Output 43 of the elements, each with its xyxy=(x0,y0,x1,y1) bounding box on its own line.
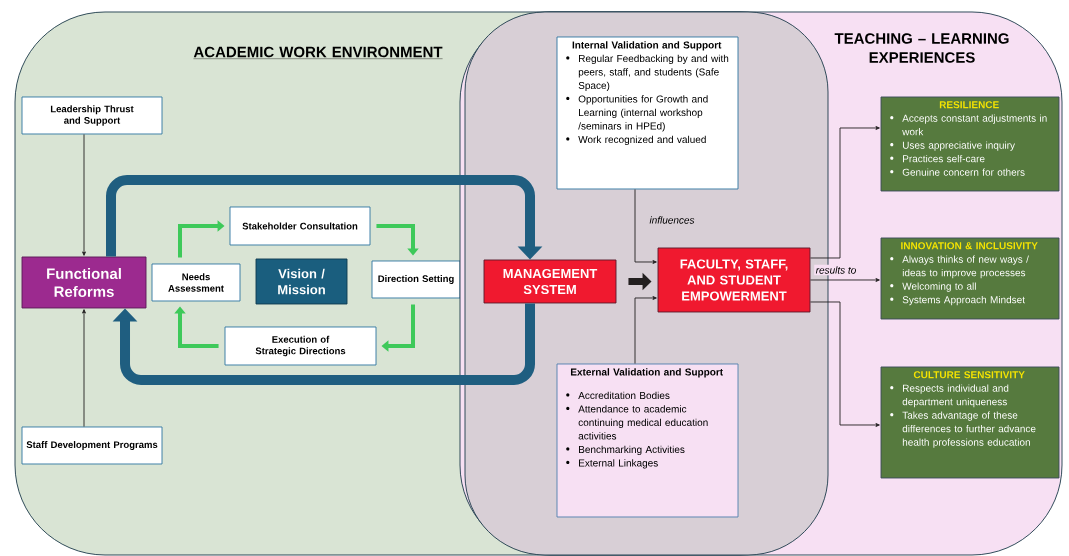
bullet-item: Respects individual and department uniqueness xyxy=(890,384,1009,408)
bullet-item: Uses appreciative inquiry xyxy=(890,141,1015,151)
arrow xyxy=(82,309,86,427)
bullet-item: Accepts constant adjustments in work xyxy=(890,114,1047,136)
arrow xyxy=(82,134,86,256)
reform-box: Functional Reforms xyxy=(21,256,147,309)
bullet-item: Accreditation Bodies xyxy=(566,391,670,400)
bullet-item: Regular Feedbacking by and with peers, staff, and students (Safe Space) xyxy=(566,54,729,91)
region-heading: TEACHING – LEARNING EXPERIENCES xyxy=(834,33,1009,63)
box-heading: Internal Validation and Support xyxy=(572,41,722,51)
bullet-item: Work recognized and valued xyxy=(566,135,706,145)
arrow xyxy=(634,189,657,264)
arrow xyxy=(810,301,880,427)
box-heading: External Validation and Support xyxy=(571,368,723,378)
bullet-item: Takes advantage of these differences to further advance health professions education xyxy=(890,411,1036,448)
arrow xyxy=(810,278,880,282)
bullet-item: Always thinks of new ways / ideas to improve processes xyxy=(890,255,1029,279)
bullet-item: External Linkages xyxy=(566,459,658,469)
bullet-item: Genuine concern for others xyxy=(890,168,1025,176)
text-box: Direction Setting xyxy=(371,260,461,299)
bullet-item: Benchmarking Activities xyxy=(566,445,685,455)
edge-label: influences xyxy=(648,214,696,226)
bullet-item: Systems Approach Mindset xyxy=(890,295,1025,306)
vision-box: Vision / Mission xyxy=(255,258,348,305)
text-box: Stakeholder Consultation xyxy=(229,206,371,246)
box-heading: INNOVATION & INCLUSIVITY xyxy=(901,242,1038,250)
text-box: Needs Assessment xyxy=(151,263,241,302)
empowerment-box: FACULTY, STAFF, AND STUDENT EMPOWERMENT xyxy=(657,247,811,313)
box-heading: RESILIENCE xyxy=(939,101,999,109)
bullet-item: Practices self-care xyxy=(890,154,985,163)
bullet-item: Welcoming to all xyxy=(890,282,976,292)
region-heading: ACADEMIC WORK ENVIRONMENT xyxy=(193,46,443,59)
text-box: Staff Development Programs xyxy=(21,426,163,465)
text-box: Execution of Strategic Directions xyxy=(224,326,377,366)
arrow xyxy=(810,126,880,259)
system-box: MANAGEMENT SYSTEM xyxy=(483,259,617,304)
arrow xyxy=(634,296,657,364)
edge-label: results to xyxy=(814,264,858,276)
arrow xyxy=(112,303,535,385)
box-heading: CULTURE SENSITIVITY xyxy=(913,371,1025,379)
bullet-item: Opportunities for Growth and Learning (internal workshop /seminars in HPEd) xyxy=(566,95,708,132)
text-box: Leadership Thrust and Support xyxy=(21,96,163,135)
bullet-item: Attendance to academic continuing medical education activities xyxy=(566,405,708,440)
